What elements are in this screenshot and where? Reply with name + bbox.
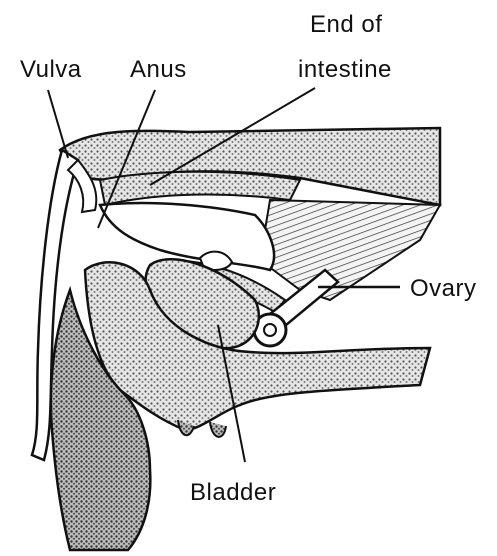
vulva-label: Vulva (20, 56, 82, 83)
bladder-label: Bladder (190, 479, 276, 506)
vulva-pointer (48, 90, 68, 158)
intestine-label: intestine (298, 56, 392, 83)
anus-label: Anus (130, 56, 187, 83)
ovary-center (264, 324, 276, 336)
end-of-label: End of (310, 11, 382, 38)
teat-2 (210, 422, 226, 437)
ovary-label: Ovary (410, 275, 477, 302)
